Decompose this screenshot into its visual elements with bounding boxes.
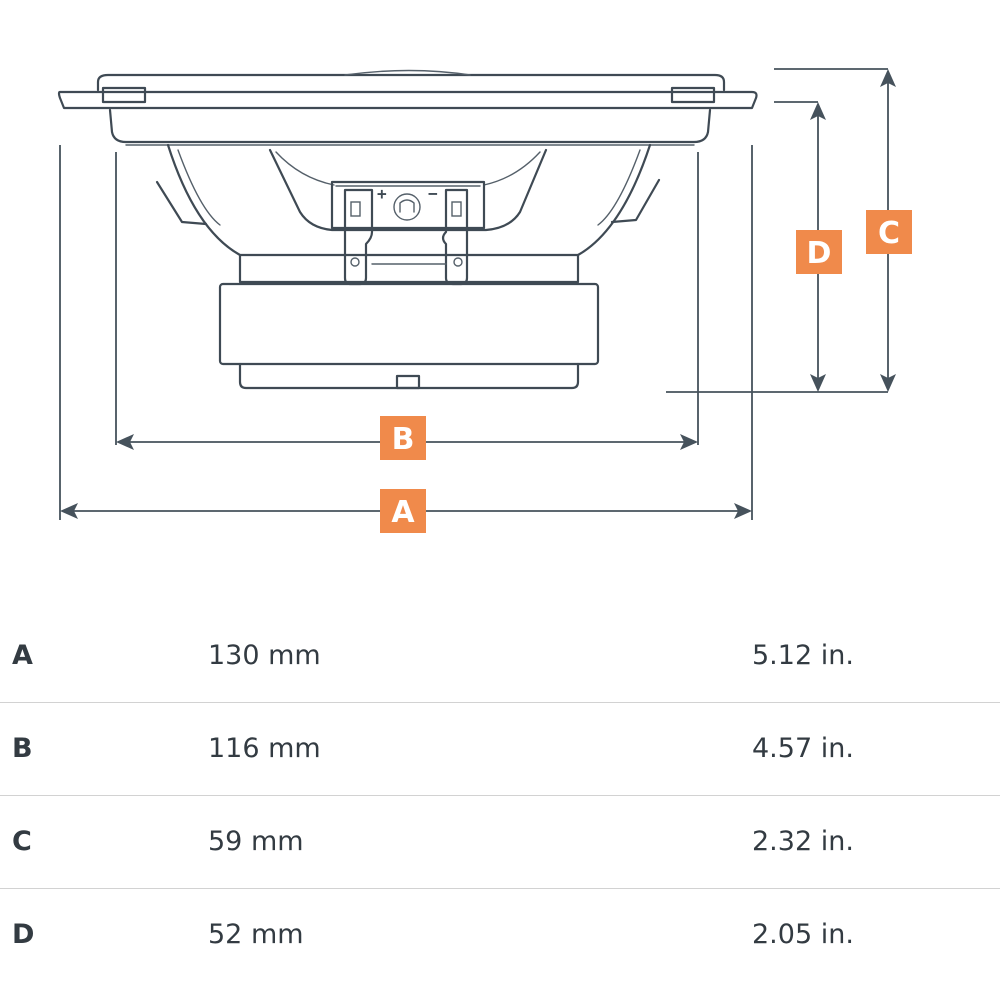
dimension-mm: 52 mm — [208, 919, 304, 950]
speaker-magnet-collar — [238, 253, 580, 284]
table-row: C 59 mm 2.32 in. — [0, 796, 1000, 889]
speaker-grille-cap — [344, 69, 471, 76]
terminal-negative — [441, 188, 469, 286]
dimension-inches: 4.57 in. — [752, 733, 854, 764]
dimension-mm: 59 mm — [208, 826, 304, 857]
dimensions-table: A 130 mm 5.12 in. B 116 mm 4.57 in. C 59… — [0, 610, 1000, 981]
dimension-label: B — [12, 733, 33, 764]
terminal-screw — [393, 193, 421, 221]
table-row: B 116 mm 4.57 in. — [0, 703, 1000, 796]
speaker-frame-lip — [108, 108, 712, 144]
badge-d-label: D — [807, 236, 832, 271]
extension-lines — [59, 68, 888, 520]
badge-a — [380, 489, 426, 533]
speaker-vent-plug — [395, 374, 421, 390]
terminal-positive — [343, 188, 374, 286]
dimension-inches: 2.32 in. — [752, 826, 854, 857]
terminal-block — [330, 180, 486, 230]
speaker-grille-top — [96, 73, 726, 92]
speaker-dimension-diagram: + − A — [57, 68, 912, 533]
dimension-label: D — [12, 919, 35, 950]
speaker-flange-tab-left — [101, 86, 147, 104]
table-row: A 130 mm 5.12 in. — [0, 610, 1000, 703]
speaker-flange — [57, 90, 758, 110]
speaker-magnet — [218, 282, 600, 366]
dimension-a: A — [60, 489, 752, 533]
speaker-drawing: + − — [57, 69, 758, 390]
badge-b — [380, 416, 426, 460]
badge-c — [866, 210, 912, 254]
speaker-flange-tab-right — [670, 86, 716, 104]
dimension-label: A — [12, 640, 33, 671]
dimension-mm: 116 mm — [208, 733, 321, 764]
terminal-plus-label: + — [377, 184, 387, 203]
terminal-minus-label: − — [428, 184, 438, 203]
table-row: D 52 mm 2.05 in. — [0, 889, 1000, 981]
dimension-label: C — [12, 826, 32, 857]
badge-d — [796, 230, 842, 274]
dimension-mm: 130 mm — [208, 640, 321, 671]
speaker-basket — [166, 143, 652, 257]
dimension-b: B — [116, 416, 698, 460]
dimension-d: D — [796, 102, 842, 392]
badge-a-label: A — [391, 495, 415, 530]
dimension-c: C — [866, 69, 912, 392]
badge-b-label: B — [392, 422, 415, 457]
dimension-inches: 2.05 in. — [752, 919, 854, 950]
speaker-cone-window — [268, 148, 548, 232]
dimension-inches: 5.12 in. — [752, 640, 854, 671]
badge-c-label: C — [878, 216, 900, 251]
